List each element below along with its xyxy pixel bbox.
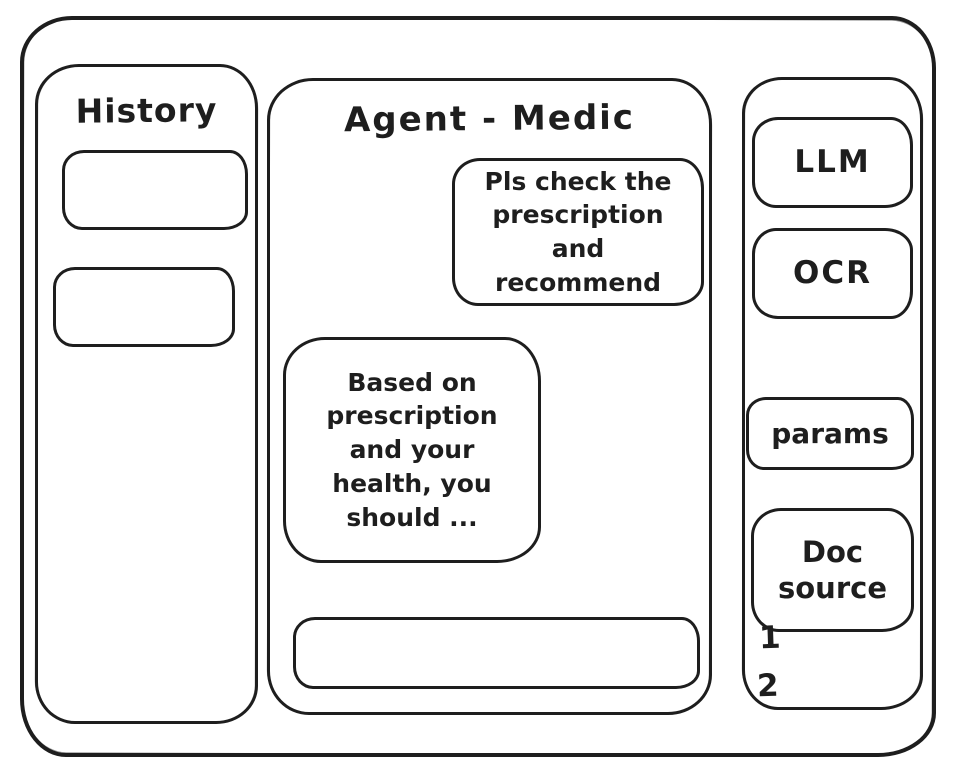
chat-title: Agent - Medic xyxy=(343,97,636,141)
history-panel: History xyxy=(35,64,258,724)
history-item[interactable] xyxy=(62,150,248,230)
user-message-text: Pls check the prescription and recommend xyxy=(484,166,672,297)
history-title: History xyxy=(75,90,218,131)
message-input[interactable] xyxy=(293,617,700,689)
llm-button[interactable]: LLM xyxy=(752,117,913,208)
user-message-bubble: Pls check the prescription and recommend xyxy=(452,158,704,306)
doc-source-item-1[interactable]: 1 xyxy=(758,619,782,657)
assistant-message-text: Based on prescription and your health, y… xyxy=(326,367,498,532)
doc-source-item-2[interactable]: 2 xyxy=(756,667,780,705)
ocr-button[interactable]: OCR xyxy=(752,228,913,319)
doc-source-button[interactable]: Doc source xyxy=(751,508,914,632)
history-item[interactable] xyxy=(53,267,235,347)
params-button[interactable]: params xyxy=(746,397,914,470)
assistant-message-bubble: Based on prescription and your health, y… xyxy=(283,337,541,563)
chat-panel: Agent - Medic Pls check the prescription… xyxy=(267,78,712,715)
tools-panel: LLM OCR params Doc source 1 2 xyxy=(742,77,923,710)
app-window: History Agent - Medic Pls check the pres… xyxy=(20,16,936,757)
